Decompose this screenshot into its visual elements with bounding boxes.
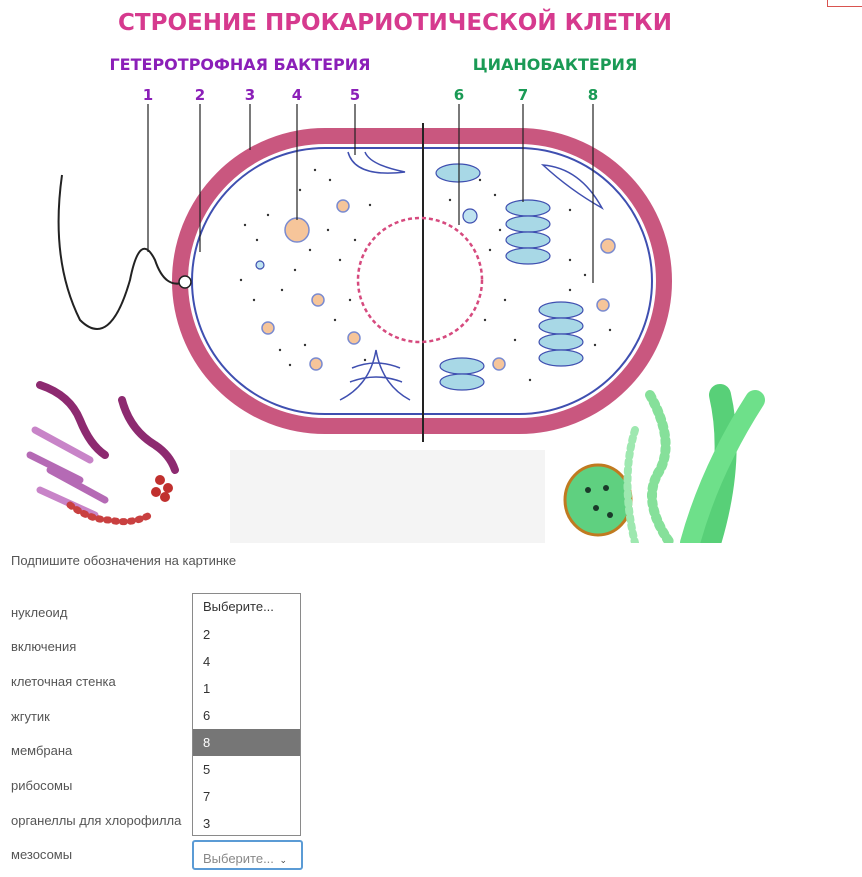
row-label-membrane: мембрана <box>11 743 73 758</box>
label-number-7: 7 <box>518 86 528 104</box>
dropdown-option[interactable]: 1 <box>203 681 211 696</box>
row-label-ribosomes: рибосомы <box>11 778 73 793</box>
row-label-flagellum: жгутик <box>11 709 50 724</box>
row-label-inclusions: включения <box>11 639 77 654</box>
dropdown-option[interactable]: 7 <box>203 789 211 804</box>
corner-frame <box>827 0 862 7</box>
label-number-2: 2 <box>195 86 205 104</box>
instruction-text: Подпишите обозначения на картинке <box>11 553 237 568</box>
dropdown-option[interactable]: 4 <box>203 654 211 669</box>
label-number-8: 8 <box>588 86 598 104</box>
dropdown-option[interactable]: 5 <box>203 762 211 777</box>
answer-dropdown-list[interactable]: Выберите... 2 4 1 6 8 5 7 3 <box>192 593 301 836</box>
row-label-chlorophyll-organelles: органеллы для хлорофилла <box>11 813 182 828</box>
dropdown-option[interactable]: 6 <box>203 708 211 723</box>
label-number-6: 6 <box>454 86 464 104</box>
chevron-down-icon: ⌄ <box>279 855 288 865</box>
left-subtitle: ГЕТЕРОТРОФНАЯ БАКТЕРИЯ <box>109 55 370 74</box>
row-label-cell-wall: клеточная стенка <box>11 674 116 689</box>
mesosomes-select[interactable]: Выберите... ⌄ <box>192 840 303 870</box>
row-label-nucleoid: нуклеоид <box>11 605 68 620</box>
label-number-1: 1 <box>143 86 153 104</box>
label-number-3: 3 <box>245 86 255 104</box>
dropdown-option-highlighted[interactable]: 8 <box>193 729 300 756</box>
dropdown-option-placeholder[interactable]: Выберите... <box>203 599 274 614</box>
dropdown-option[interactable]: 2 <box>203 627 211 642</box>
select-value: Выберите... <box>203 851 274 866</box>
nucleoid-shape <box>356 216 484 344</box>
right-subtitle: ЦИАНОБАКТЕРИЯ <box>473 55 638 74</box>
cell-diagram-image: СТРОЕНИЕ ПРОКАРИОТИЧЕСКОЙ КЛЕТКИ ГЕТЕРОТ… <box>10 0 770 543</box>
label-number-4: 4 <box>292 86 302 104</box>
dropdown-option[interactable]: 3 <box>203 816 211 831</box>
label-number-5: 5 <box>350 86 360 104</box>
prokaryotic-cell-illustration: СТРОЕНИЕ ПРОКАРИОТИЧЕСКОЙ КЛЕТКИ ГЕТЕРОТ… <box>10 0 770 543</box>
figure-title: СТРОЕНИЕ ПРОКАРИОТИЧЕСКОЙ КЛЕТКИ <box>118 8 672 36</box>
row-label-mesosomes: мезосомы <box>11 847 73 862</box>
